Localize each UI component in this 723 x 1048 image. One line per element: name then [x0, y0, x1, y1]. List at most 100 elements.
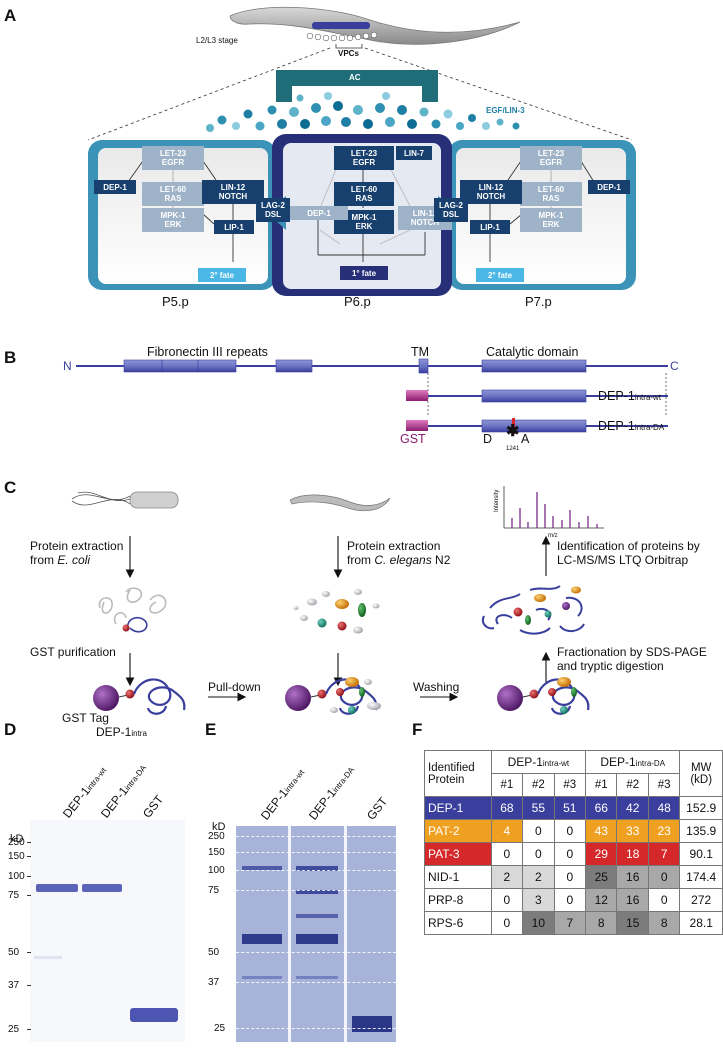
- peptide-count-cell: 16: [616, 888, 649, 912]
- peptide-count-cell: 16: [616, 865, 649, 889]
- p5-fate-box: 2° fate: [198, 268, 246, 282]
- digested-peptides-icon: [482, 585, 585, 635]
- mw-cell: 28.1: [679, 911, 723, 935]
- header-replicate: #2: [522, 773, 555, 797]
- gel-d-marker: 50: [8, 947, 20, 958]
- gel-d-marker: 37: [8, 980, 20, 991]
- gel-e-marker: 25: [214, 1023, 226, 1034]
- protein-name-cell: PAT-3: [424, 842, 492, 866]
- mutation-d-label: D: [483, 432, 493, 446]
- peptide-count-cell: 10: [522, 911, 555, 935]
- egf-particles: [206, 92, 520, 132]
- peptide-count-cell: 0: [553, 842, 587, 866]
- p6-fate-box: 1° fate: [340, 266, 388, 280]
- worm-larva-shape: [229, 6, 521, 45]
- mutation-a-label: A: [521, 432, 530, 446]
- header-replicate: #1: [490, 773, 524, 797]
- protein-name-cell: NID-1: [424, 865, 492, 889]
- mutation-position-label: 1241: [506, 446, 520, 452]
- ecoli-extract-icon: [98, 587, 167, 633]
- worm-icon: [289, 494, 391, 512]
- tm-label: TM: [411, 345, 430, 359]
- p7-lip1-box: LIP-1: [470, 220, 510, 234]
- c-terminus-label: C: [670, 359, 679, 373]
- header-replicate: #3: [553, 773, 587, 797]
- gel-d: [30, 820, 185, 1042]
- peptide-count-cell: 0: [490, 888, 524, 912]
- peptide-count-cell: 0: [553, 865, 587, 889]
- fibronectin-label: Fibronectin III repeats: [147, 345, 268, 359]
- panel-letter-a: A: [4, 6, 17, 25]
- peptide-count-cell: 8: [647, 911, 681, 935]
- gel-e-marker: 37: [208, 977, 220, 988]
- header-da: DEP-1intra-DA: [585, 750, 681, 774]
- gst-label: GST: [400, 432, 426, 446]
- gel-e-lane-da: DEP-1intra-DA: [306, 765, 357, 823]
- peptide-count-cell: 43: [585, 819, 618, 843]
- anchor-cell-shape: [276, 70, 438, 102]
- mz-axis-label: m/z: [548, 533, 558, 539]
- pulldown-workflow-diagram: [71, 486, 604, 715]
- celegans-extract-icon: [293, 589, 380, 634]
- gel-e-marker: 100: [208, 865, 225, 876]
- peptide-count-cell: 48: [647, 796, 681, 820]
- vpcs-label: VPCs: [338, 49, 359, 58]
- gel-e-lane-gst: GST: [364, 794, 391, 823]
- ms-spectrum-icon: [503, 486, 604, 529]
- mw-cell: 152.9: [679, 796, 723, 820]
- gel-d-marker: 75: [8, 890, 20, 901]
- mw-cell: 135.9: [679, 819, 723, 843]
- p6-dep1-box: DEP-1: [290, 206, 348, 220]
- peptide-count-cell: 42: [616, 796, 649, 820]
- peptide-count-cell: 8: [585, 911, 618, 935]
- peptide-count-cell: 0: [647, 865, 681, 889]
- peptide-count-cell: 0: [490, 842, 524, 866]
- gst-bead-complex-2: [285, 677, 381, 715]
- peptide-count-cell: 33: [616, 819, 649, 843]
- peptide-count-cell: 51: [553, 796, 587, 820]
- peptide-count-cell: 0: [490, 911, 524, 935]
- ecoli-icon: [71, 491, 179, 509]
- header-wt: DEP-1intra-wt: [490, 750, 587, 774]
- construct-da-label: DEP-1intra-DA: [598, 419, 665, 433]
- peptide-count-cell: 23: [647, 819, 681, 843]
- panel-letter-f: F: [412, 720, 423, 739]
- peptide-count-cell: 29: [585, 842, 618, 866]
- ac-label: AC: [349, 73, 361, 82]
- gel-d-marker: 250: [8, 837, 25, 848]
- cell-p6-label: P6.p: [344, 294, 371, 309]
- catalytic-domain-label: Catalytic domain: [486, 345, 579, 359]
- peptide-count-cell: 0: [553, 888, 587, 912]
- peptide-count-cell: 0: [522, 819, 555, 843]
- header-replicate: #3: [647, 773, 681, 797]
- peptide-count-cell: 0: [647, 888, 681, 912]
- dep1-intra-label: DEP-1intra: [96, 725, 147, 739]
- gonad-shape: [312, 22, 370, 29]
- mw-cell: 272: [679, 888, 723, 912]
- cell-p7-label: P7.p: [525, 294, 552, 309]
- intensity-axis-label: Intensity: [494, 489, 500, 512]
- peptide-count-cell: 3: [522, 888, 555, 912]
- gel-e-marker: 250: [208, 831, 225, 842]
- mw-cell: 90.1: [679, 842, 723, 866]
- egf-label: EGF/LIN-3: [486, 106, 525, 115]
- gel-e-marker: 75: [208, 885, 220, 896]
- p7-fate-box: 2° fate: [476, 268, 524, 282]
- peptide-count-cell: 2: [522, 865, 555, 889]
- gst-bead-complex-3: [497, 677, 590, 715]
- gel-d-kd-label: kD: [10, 833, 24, 845]
